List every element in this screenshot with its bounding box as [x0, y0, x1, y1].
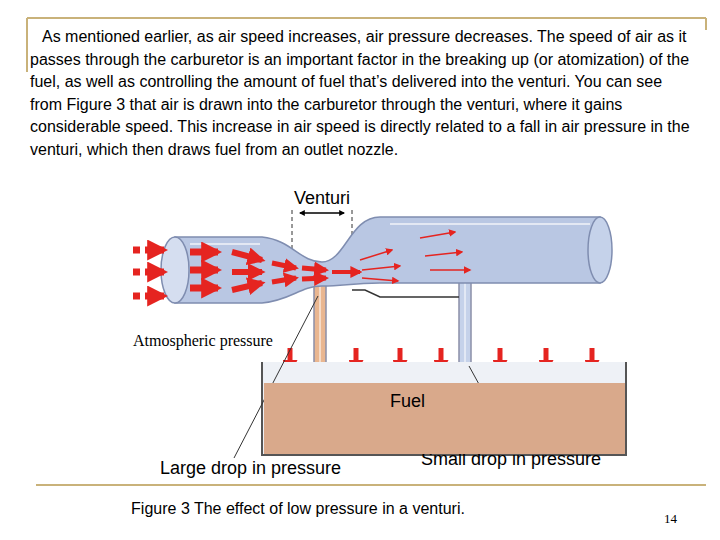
fuel-body: Fuel — [264, 383, 625, 454]
page-number: 14 — [664, 511, 677, 527]
atmospheric-label: Atmospheric pressure — [133, 332, 273, 350]
air-flow-arrows — [133, 232, 470, 296]
slide-frame — [27, 18, 706, 485]
body-paragraph: As mentioned earlier, as air speed incre… — [30, 26, 694, 162]
fuel-label: Fuel — [390, 391, 425, 412]
large-drop-label: Large drop in pressure — [160, 458, 341, 479]
figure-caption: Figure 3 The effect of low pressure in a… — [131, 500, 465, 518]
fuel-bowl — [262, 362, 626, 455]
venturi-label: Venturi — [294, 188, 350, 209]
carburetor-tube — [161, 217, 612, 303]
